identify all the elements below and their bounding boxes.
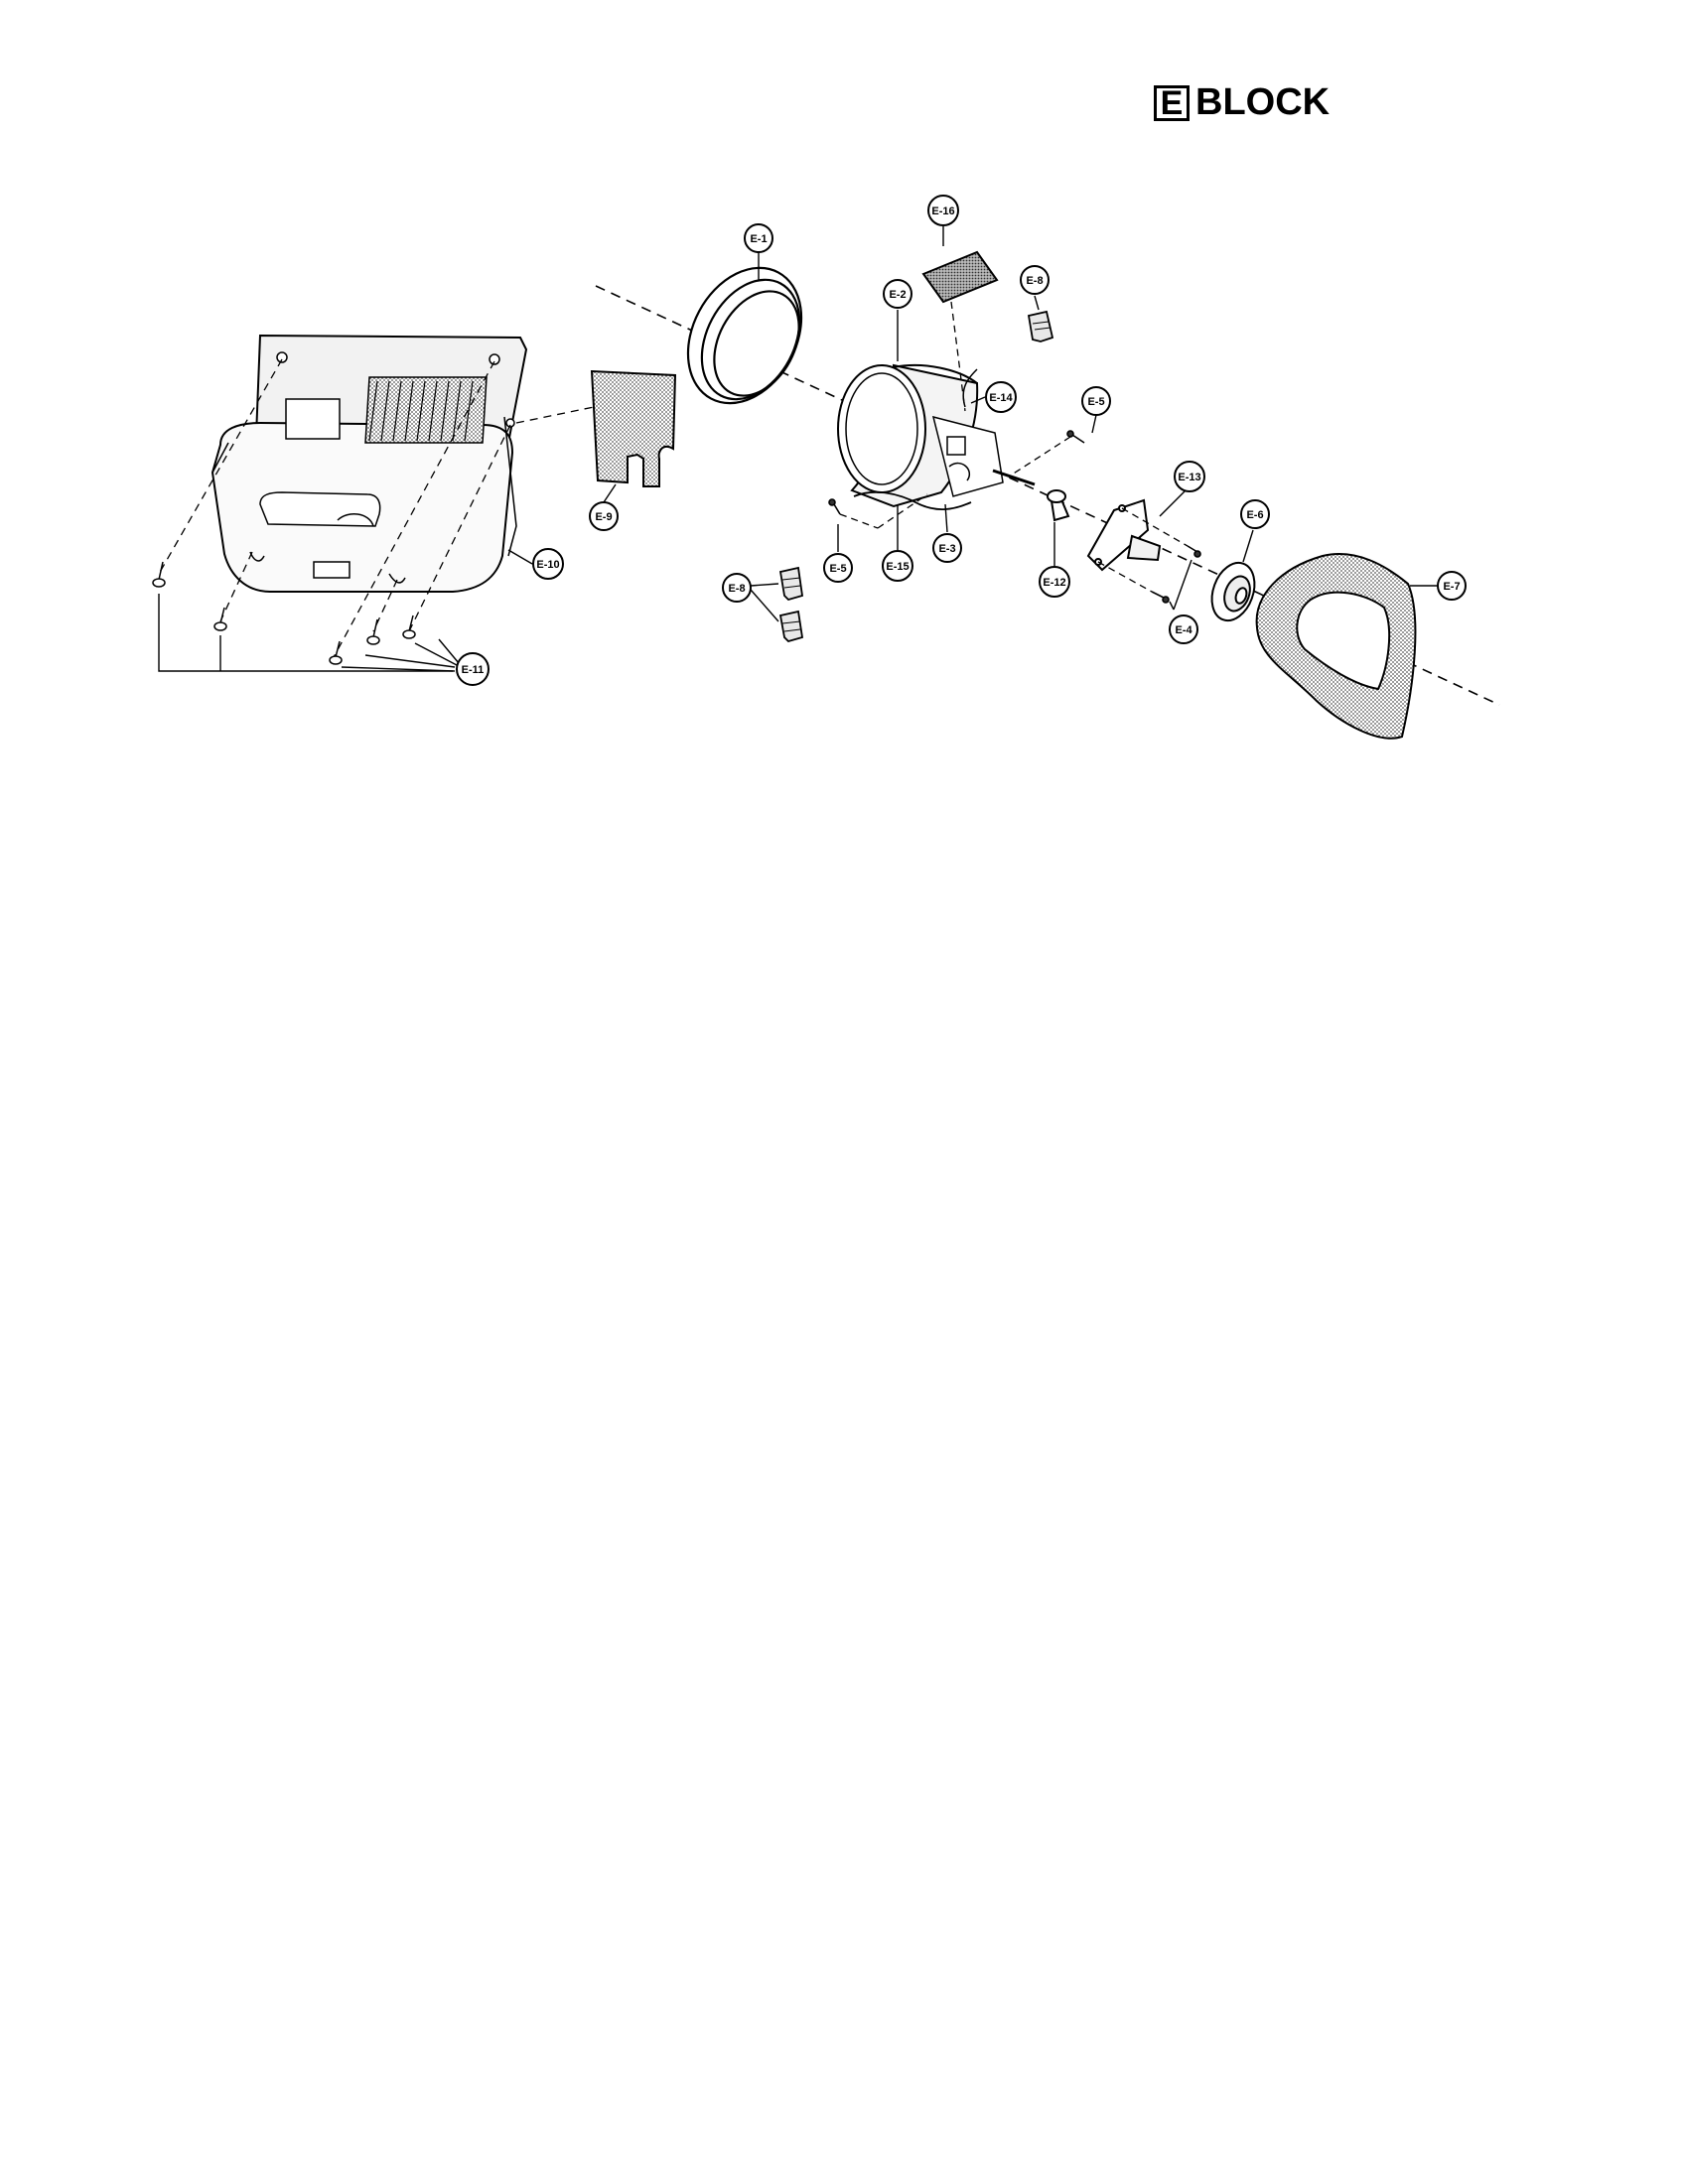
svg-text:E-12: E-12 (1043, 577, 1065, 589)
screw-icon (366, 618, 380, 645)
screw-icon (152, 561, 166, 588)
mount-plate-part (1086, 498, 1162, 572)
motor-wire (853, 490, 972, 510)
callout-e15: E-15 (882, 550, 913, 582)
callout-e13: E-13 (1174, 461, 1205, 492)
callout-e4: E-4 (1169, 614, 1198, 644)
svg-text:E-4: E-4 (1175, 624, 1193, 636)
screw-icon (329, 640, 343, 665)
screw-icon (213, 607, 227, 631)
callout-e7: E-7 (1437, 571, 1467, 601)
block-letter-box: E (1154, 84, 1190, 121)
mount-screw-guides (1097, 507, 1189, 593)
motor-part (837, 363, 1036, 508)
callout-e2: E-2 (883, 279, 912, 309)
callout-e14: E-14 (985, 381, 1017, 413)
block-heading: E BLOCK (1154, 81, 1330, 124)
svg-text:E-15: E-15 (886, 561, 909, 573)
svg-text:E-5: E-5 (829, 563, 846, 575)
callout-e3: E-3 (932, 533, 962, 563)
svg-text:E-6: E-6 (1246, 509, 1263, 521)
svg-text:E-8: E-8 (728, 583, 745, 595)
screw-icon (402, 614, 416, 639)
svg-text:E-9: E-9 (595, 511, 612, 523)
callout-e16: E-16 (927, 195, 959, 226)
screw-set-e11 (152, 561, 416, 665)
svg-text:E-7: E-7 (1443, 581, 1460, 593)
pad-edge-line (922, 273, 944, 303)
wire-nut-pair-part (778, 566, 804, 643)
screw-icon (1151, 591, 1170, 604)
svg-text:E-5: E-5 (1087, 396, 1104, 408)
callout-e5-right: E-5 (1081, 386, 1111, 416)
screw-icon (828, 498, 841, 515)
svg-text:E-2: E-2 (889, 289, 906, 301)
e8-top-leader (1034, 295, 1040, 311)
svg-text:E-14: E-14 (989, 392, 1013, 404)
e11-bracket-lines (158, 594, 460, 672)
callout-e8-top: E-8 (1020, 265, 1050, 295)
fan-part (1210, 561, 1256, 622)
callout-e1: E-1 (744, 223, 773, 253)
callout-e9: E-9 (589, 501, 619, 531)
svg-text:E-13: E-13 (1178, 472, 1200, 483)
motor-screw-guides (839, 436, 1071, 529)
screw-icon (1187, 545, 1201, 558)
housing-to-filter-guide (515, 406, 595, 424)
svg-text:E-16: E-16 (931, 205, 954, 217)
svg-text:E-3: E-3 (938, 543, 955, 555)
filter-bag-part (1255, 553, 1417, 740)
callout-e8-bottom: E-8 (722, 573, 752, 603)
ring-part (686, 266, 803, 405)
insulation-pad-part (921, 250, 999, 304)
callout-e10: E-10 (532, 548, 564, 580)
callout-e11: E-11 (456, 652, 490, 686)
wire-nut-part (1027, 310, 1054, 342)
callout-e5-left: E-5 (823, 553, 853, 583)
filter-pad-part (590, 369, 677, 487)
leader-lines (507, 226, 1254, 622)
svg-text:E-8: E-8 (1026, 275, 1043, 287)
callout-e12: E-12 (1039, 566, 1070, 598)
pad-guide-line (950, 301, 966, 412)
callout-e6: E-6 (1240, 499, 1270, 529)
bushing-part (1047, 489, 1070, 522)
svg-text:E-1: E-1 (750, 233, 767, 245)
block-word: BLOCK (1195, 81, 1331, 123)
housing-part (210, 334, 528, 593)
svg-text:E-10: E-10 (536, 559, 559, 571)
svg-text:E-11: E-11 (462, 664, 485, 676)
